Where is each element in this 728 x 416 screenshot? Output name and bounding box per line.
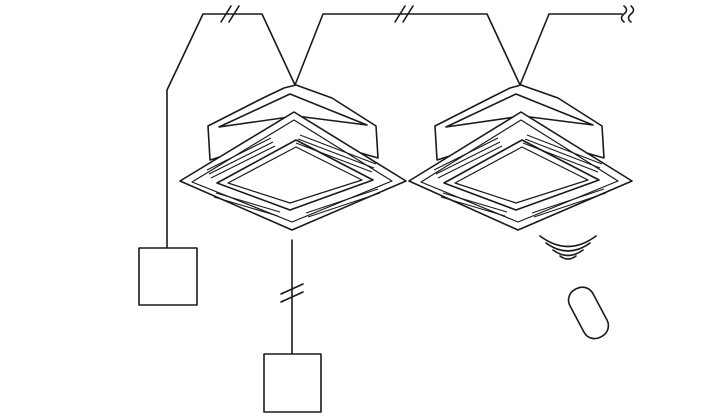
wireless-remote: [539, 235, 610, 340]
louver-slots-right: [433, 134, 607, 218]
remote-control-icon: [567, 286, 610, 340]
wiring-lines: [166, 13, 623, 355]
wire-continuation: [519, 13, 623, 86]
wire-left-controller: [166, 13, 296, 249]
indoor-unit-left: [179, 84, 407, 231]
wired-controller-bottom: [263, 353, 322, 413]
break-mark-1: [220, 5, 240, 23]
wired-controller-left: [138, 247, 198, 306]
wavy-break-mark: [620, 5, 635, 23]
indoor-unit-right: [408, 84, 633, 231]
break-mark-2: [394, 5, 414, 23]
signal-waves-icon: [539, 235, 597, 260]
wire-unit-to-unit: [294, 13, 521, 86]
louver-slots-left: [206, 134, 381, 218]
break-mark-3: [280, 283, 304, 303]
